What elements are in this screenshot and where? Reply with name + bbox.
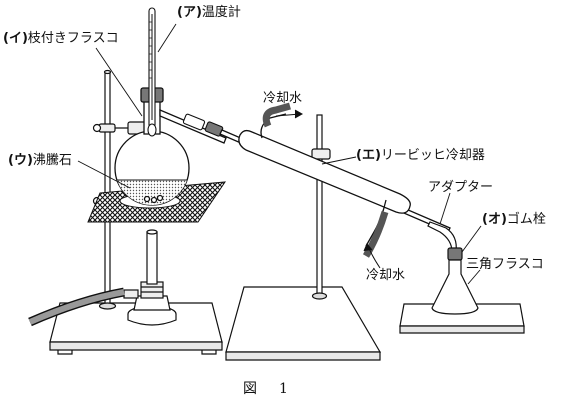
boiling-chips-name: 沸騰石 [32, 153, 72, 168]
thermometer-name: 温度計 [201, 5, 241, 20]
stopper-name: ゴム栓 [506, 212, 546, 227]
stopper-tag: (オ) [482, 212, 507, 227]
flask-name: 枝付きフラスコ [27, 31, 119, 46]
condenser-name: リービッヒ冷却器 [380, 148, 485, 163]
receiver-assembly [399, 221, 525, 334]
flask-label: (イ)枝付きフラスコ [3, 32, 119, 45]
stopper-label: (オ)ゴム栓 [482, 213, 546, 226]
boiling-chips-tag: (ウ) [8, 153, 33, 168]
thermometer-label: (ア)温度計 [177, 6, 241, 19]
erlenmeyer-label: 三角フラスコ [466, 257, 544, 272]
gas-burner [28, 229, 177, 327]
thermometer-tag: (ア) [177, 5, 202, 20]
caption-word: 図 [243, 381, 257, 397]
caption-number: 1 [279, 381, 288, 397]
condenser-label: (エ)リービッヒ冷却器 [356, 149, 485, 162]
thermometer [147, 7, 157, 137]
condenser-tag: (エ) [356, 148, 381, 163]
water-out-label: 冷却水 [263, 91, 303, 106]
tube-joint [182, 113, 224, 137]
adapter-label: アダプター [428, 180, 494, 195]
water-flow-arrows [275, 109, 381, 269]
leader-lines [77, 23, 482, 285]
liebig-condenser [219, 102, 451, 258]
boiling-chips-label: (ウ)沸騰石 [8, 154, 72, 167]
flask-tag: (イ) [3, 31, 28, 46]
centre-stand [225, 114, 382, 361]
water-in-label: 冷却水 [366, 268, 406, 283]
